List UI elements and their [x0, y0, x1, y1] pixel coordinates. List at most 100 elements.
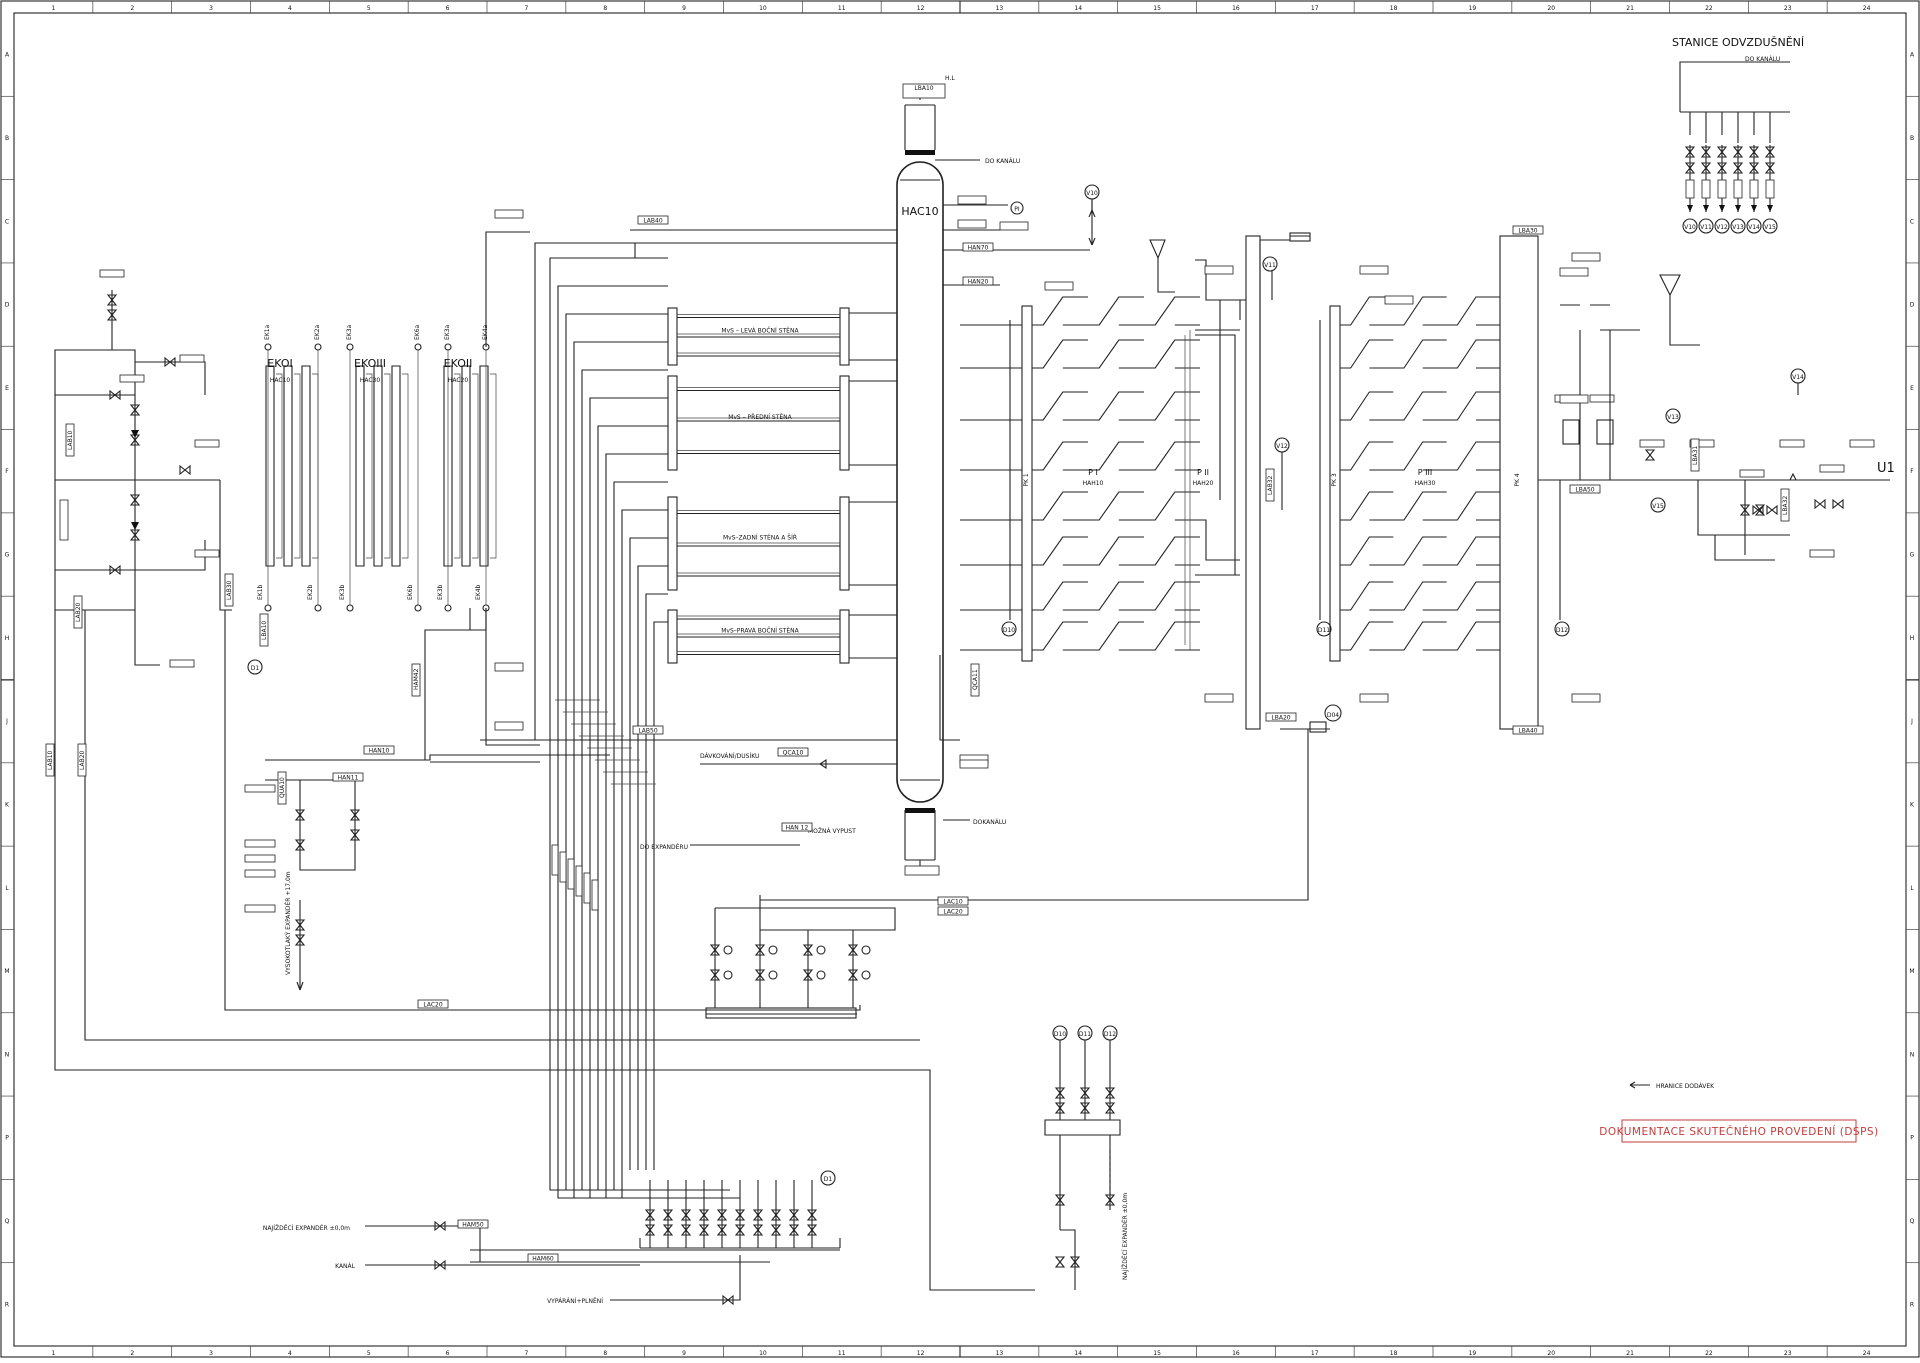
center-valve [847, 944, 859, 956]
economizer-tube [283, 365, 293, 567]
connection-circle [247, 659, 263, 675]
grid-row-label: R [1910, 1301, 1914, 1308]
line-tag [1265, 468, 1275, 502]
grid-column-label: 7 [525, 5, 529, 12]
wall-riser [849, 614, 897, 659]
line-tag-label: HAN70 [968, 245, 989, 252]
economizer-node-label: EK4b [475, 584, 482, 600]
superheater-coil [1340, 339, 1500, 369]
superheater-coil [1032, 296, 1200, 326]
vent-tag [1733, 179, 1743, 199]
gate-valve [294, 919, 306, 931]
vent-tag [1765, 179, 1775, 199]
instrument-tag [1849, 439, 1875, 448]
station-drain-label: DO KANÁLU [1745, 56, 1780, 63]
check-valve [131, 430, 139, 438]
grid-column-label: 18 [1390, 1350, 1398, 1357]
grid-row-label: E [5, 385, 9, 392]
grid-row-label: J [5, 718, 8, 725]
control-valve-body [1596, 419, 1614, 445]
drum-body [896, 161, 944, 803]
instrument-tag [99, 269, 125, 278]
vent-line [1271, 271, 1799, 510]
membrane-wall-label: MvS–PRAVÁ BOČNÍ STĚNA [721, 627, 799, 635]
grid-column-label: 11 [838, 1350, 846, 1357]
gate-valve [129, 494, 141, 506]
position-indicator [861, 945, 871, 955]
line-tag [777, 747, 809, 757]
economizer-tube [373, 365, 383, 567]
drain-manifold: D1 [470, 1170, 841, 1263]
superheater-coil [1032, 536, 1200, 566]
gate-valve [109, 564, 121, 576]
dosing-label: DÁVKOVÁNÍ/DUSÍKU [700, 753, 759, 760]
outlet-valve [434, 1259, 446, 1271]
position-indicator [861, 970, 871, 980]
drain-circle [1102, 1025, 1118, 1041]
grid-column-label: 10 [759, 1350, 767, 1357]
position-indicator [816, 970, 826, 980]
connection-label: V15 [1652, 503, 1664, 510]
economizer-node-label: EK1b [257, 584, 264, 600]
flow-arrow [1789, 472, 1797, 481]
drain-circle-label: D12 [1104, 1031, 1116, 1038]
grid-row-label: P [1910, 1135, 1914, 1142]
line-tag [45, 743, 55, 777]
grid-column-label: 14 [1074, 5, 1082, 12]
line-tag-label: LAB30 [226, 580, 233, 600]
superheater-name: P I [1088, 468, 1098, 477]
instrument-tag [957, 195, 987, 205]
economizer-tube [265, 365, 275, 567]
gate-valve [106, 294, 118, 306]
line-tag-label: LBA30 [1518, 228, 1537, 235]
position-indicator [816, 945, 826, 955]
line-tag-label: HAM42 [413, 668, 420, 690]
superheater-header-col [1245, 235, 1261, 730]
fill-drain-label: VYPÁRÁNÍ+PLNĚNÍ [547, 1297, 603, 1305]
vent-arrow [1687, 205, 1693, 212]
drain-line [621, 1170, 740, 1199]
line-tag [417, 999, 449, 1009]
line-tag [457, 1219, 489, 1229]
drain-valve [1069, 1256, 1081, 1268]
line-tag-label: LBA50 [1575, 487, 1594, 494]
grid-row-label: A [1910, 52, 1915, 59]
drain-line [613, 1170, 730, 1191]
line-tag [527, 1253, 559, 1263]
vent-valve [1716, 146, 1728, 158]
superheater-code: HAH30 [1415, 480, 1436, 487]
superheater-coil [1340, 536, 1500, 566]
grid-column-label: 3 [209, 1350, 213, 1357]
line-tag-label: LAC20 [423, 1002, 442, 1009]
wall-riser [849, 501, 897, 586]
right-valve-group: U1 [1545, 329, 1895, 561]
downcomer-line [589, 397, 668, 1170]
line-tag-label: HAN10 [369, 748, 390, 755]
membrane-wall-label: MvS – LEVÁ BOČNÍ STĚNA [721, 327, 799, 335]
grid-row-label: B [5, 135, 9, 142]
economizer-tube [479, 365, 489, 567]
grid-column-label: 1 [52, 1350, 56, 1357]
drain-valve [770, 1224, 782, 1236]
downcomer-line [597, 425, 668, 1170]
drain-valve [752, 1209, 764, 1221]
economizer-link [424, 608, 487, 760]
line-tag [575, 865, 583, 897]
grid-column-label: 8 [603, 1350, 607, 1357]
connection-label: D12 [1556, 627, 1568, 634]
grid-column-label: 12 [917, 1350, 925, 1357]
vent-valve [1748, 146, 1760, 158]
gate-valve [294, 839, 306, 851]
gate-valve [1754, 504, 1766, 516]
line-tag [937, 896, 969, 906]
drain-line [549, 1170, 650, 1191]
instrument-tag [494, 721, 524, 731]
grid-column-label: 4 [288, 5, 292, 12]
possible-drain-label: MOŽNÁ VYPUST [808, 827, 856, 835]
drum-ll-label: H.L [945, 75, 955, 82]
economizer-link [485, 608, 540, 746]
line-tag [1512, 725, 1544, 735]
grid-row-label: N [5, 1051, 10, 1058]
